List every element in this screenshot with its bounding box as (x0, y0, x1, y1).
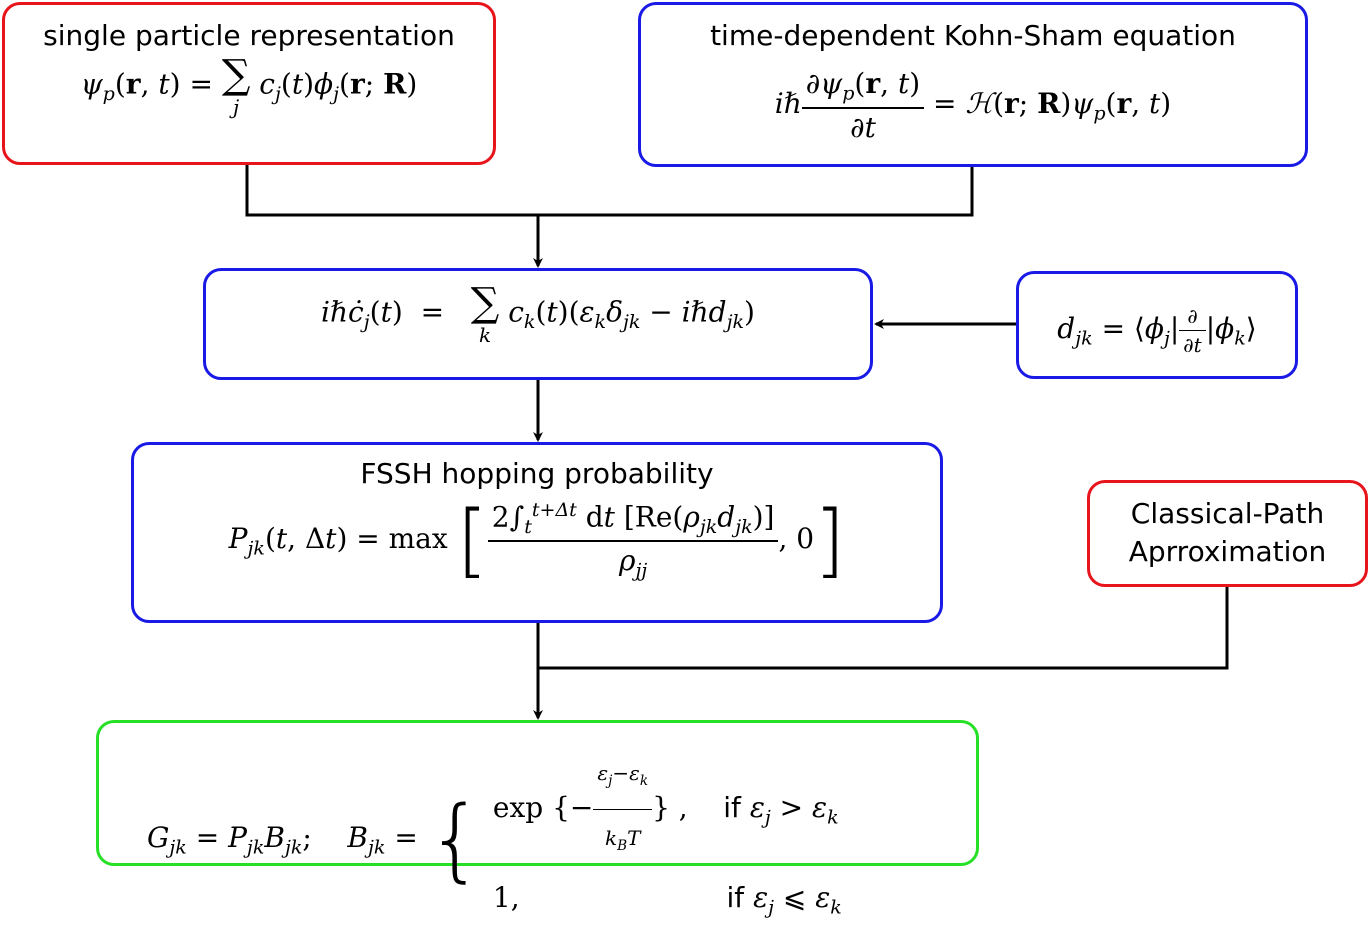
tdks-equation: iℏ∂ψp(r, t)∂t = ℋ(r; R)ψp(r, t) (774, 67, 1172, 144)
connector-lines (245, 165, 1229, 720)
single-particle-box: single particle representation ψp(r, t) … (2, 2, 496, 165)
connector-top-merge (245, 165, 974, 217)
tdks-box: time-dependent Kohn-Sham equation iℏ∂ψp(… (638, 2, 1308, 167)
single-particle-title: single particle representation (43, 19, 455, 52)
coefficient-eq-box: iℏċj(t) = ∑k ck(t)(εkδjk − iℏdjk) (203, 268, 873, 380)
fssh-equation: Pjk(t, Δt) = max [2∫tt+Δt dt [Re(ρjkdjk)… (228, 493, 846, 587)
fssh-title: FSSH hopping probability (360, 457, 714, 490)
cpa-line2: Aprroximation (1128, 535, 1327, 568)
single-particle-equation: ψp(r, t) = ∑j cj(t)ϕj(r; R) (80, 52, 418, 119)
fssh-box: FSSH hopping probability Pjk(t, Δt) = ma… (131, 442, 943, 623)
cpa-line1: Classical-Path (1130, 497, 1325, 530)
case1-condition-label: if (723, 790, 741, 824)
cpa-box: Classical-Path Aprroximation (1087, 480, 1368, 587)
nac-box: djk = ⟨ϕj|∂∂t|ϕk⟩ (1016, 271, 1298, 379)
connector-bottom-merge (536, 587, 1229, 670)
nac-equation: djk = ⟨ϕj|∂∂t|ϕk⟩ (1057, 304, 1257, 357)
coefficient-equation: iℏċj(t) = ∑k ck(t)(εkδjk − iℏdjk) (321, 280, 755, 347)
tdks-title: time-dependent Kohn-Sham equation (710, 19, 1236, 52)
case2-condition-label: if (726, 880, 745, 914)
